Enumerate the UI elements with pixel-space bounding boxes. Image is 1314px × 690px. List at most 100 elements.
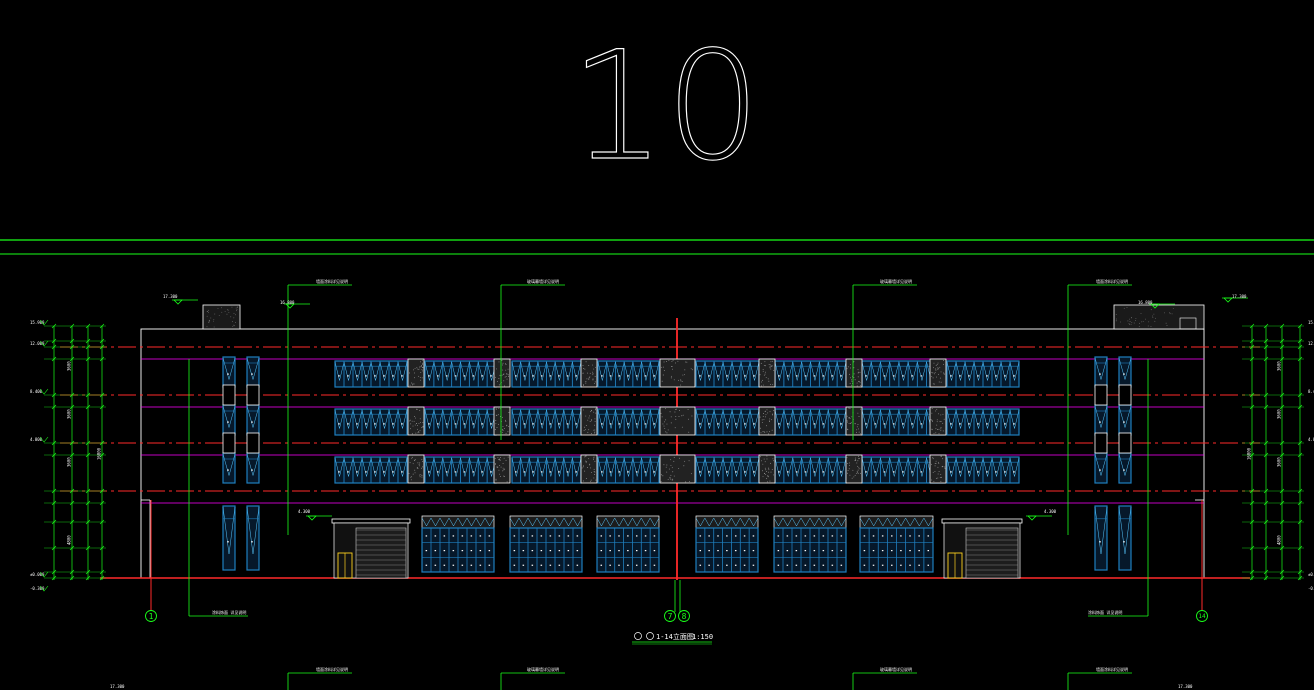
pier-hatch bbox=[413, 463, 414, 464]
pier-hatch bbox=[664, 370, 665, 371]
pier-hatch bbox=[847, 463, 848, 464]
pier-hatch bbox=[505, 420, 506, 421]
window-handle bbox=[455, 471, 457, 472]
gf-handle bbox=[645, 535, 647, 536]
pier-hatch bbox=[934, 471, 935, 472]
window-handle bbox=[455, 375, 457, 376]
pier-hatch bbox=[421, 427, 422, 428]
window-frame bbox=[223, 405, 235, 435]
pier-hatch bbox=[671, 377, 672, 378]
pier-rect bbox=[408, 359, 424, 387]
pier-hatch bbox=[668, 429, 669, 430]
gf-handle bbox=[559, 550, 561, 551]
pier-hatch bbox=[594, 433, 595, 434]
pier-hatch bbox=[410, 428, 411, 429]
window-handle bbox=[541, 423, 543, 424]
window-frame bbox=[1095, 506, 1107, 570]
pier-hatch bbox=[767, 476, 768, 477]
window-frame bbox=[1095, 453, 1107, 483]
pier-hatch bbox=[765, 474, 766, 475]
hatch-dot bbox=[1131, 317, 1132, 318]
pier-hatch bbox=[937, 419, 938, 420]
hatch-dot bbox=[1131, 322, 1132, 323]
pier-hatch bbox=[422, 461, 423, 462]
pier-hatch bbox=[593, 379, 594, 380]
gf-handle bbox=[787, 550, 789, 551]
gf-handle bbox=[532, 565, 534, 566]
window-handle bbox=[744, 423, 746, 424]
window-handle bbox=[601, 471, 603, 472]
pier-hatch bbox=[935, 428, 936, 429]
pier-hatch bbox=[853, 476, 854, 477]
pier-hatch bbox=[673, 461, 674, 462]
gf-handle bbox=[744, 565, 746, 566]
dim-value-4: 16800 bbox=[97, 447, 102, 460]
pier-hatch bbox=[938, 374, 939, 375]
pier-hatch bbox=[761, 385, 762, 386]
window-handle bbox=[1123, 374, 1125, 375]
pier-rect bbox=[846, 359, 862, 387]
elev-roof-left: 17.300 bbox=[163, 294, 178, 299]
axis-bubble-8: 8 bbox=[679, 611, 690, 622]
window-handle bbox=[874, 375, 876, 376]
pier-hatch bbox=[665, 431, 666, 432]
hatch-dot bbox=[1128, 321, 1129, 322]
window-handle bbox=[636, 423, 638, 424]
window-handle bbox=[865, 423, 867, 424]
window-handle bbox=[541, 471, 543, 472]
pier-hatch bbox=[419, 463, 420, 464]
pier-hatch bbox=[764, 361, 765, 362]
pier-hatch bbox=[420, 474, 421, 475]
pier-hatch bbox=[592, 372, 593, 373]
pier-hatch bbox=[590, 411, 591, 412]
gf-handle bbox=[726, 535, 728, 536]
window-handle bbox=[822, 375, 824, 376]
window-handle bbox=[472, 375, 474, 376]
window-handle bbox=[374, 471, 376, 472]
window-handle bbox=[392, 375, 394, 376]
pier-hatch bbox=[762, 464, 763, 465]
axis-label-1: 1 bbox=[149, 612, 154, 621]
pier-hatch bbox=[768, 381, 769, 382]
pier-hatch bbox=[934, 373, 935, 374]
side-window-right-f0-1 bbox=[1119, 357, 1131, 387]
window-handle bbox=[401, 423, 403, 424]
pier-hatch bbox=[409, 473, 410, 474]
pier-hatch bbox=[675, 363, 676, 364]
pier-hatch bbox=[583, 465, 584, 466]
window-handle bbox=[840, 375, 842, 376]
pier-hatch bbox=[419, 464, 420, 465]
window-handle bbox=[1099, 541, 1101, 542]
pier-hatch bbox=[851, 422, 852, 423]
gf-handle bbox=[541, 565, 543, 566]
pier-hatch bbox=[595, 367, 596, 368]
pier-hatch bbox=[499, 474, 500, 475]
pier-hatch bbox=[688, 432, 689, 433]
gf-handle bbox=[523, 565, 525, 566]
gf-handle bbox=[636, 535, 638, 536]
pier-hatch bbox=[934, 363, 935, 364]
pier-f4-5 bbox=[846, 455, 862, 483]
callout-top-mid-right: 玻璃幕墙详见说明 bbox=[880, 278, 912, 284]
window-handle bbox=[428, 471, 430, 472]
window-handle bbox=[796, 471, 798, 472]
gf-handle bbox=[891, 535, 893, 536]
pier-f4-1 bbox=[494, 455, 510, 483]
gf-handle bbox=[918, 535, 920, 536]
hatch-dot bbox=[221, 312, 222, 313]
pier-hatch bbox=[858, 458, 859, 459]
elev-mark-roof-left bbox=[174, 300, 182, 304]
hatch-dot bbox=[228, 310, 229, 311]
window-handle bbox=[1013, 471, 1015, 472]
entrance-left bbox=[332, 519, 410, 578]
gf-handle bbox=[708, 550, 710, 551]
window-handle bbox=[653, 375, 655, 376]
window-handle bbox=[805, 423, 807, 424]
pier-hatch bbox=[584, 430, 585, 431]
pier-hatch bbox=[674, 457, 675, 458]
gf-handle bbox=[645, 550, 647, 551]
next-elev-left: 17.300 bbox=[110, 684, 125, 689]
window-handle bbox=[601, 423, 603, 424]
pier-hatch bbox=[495, 458, 496, 459]
window-handle bbox=[636, 471, 638, 472]
